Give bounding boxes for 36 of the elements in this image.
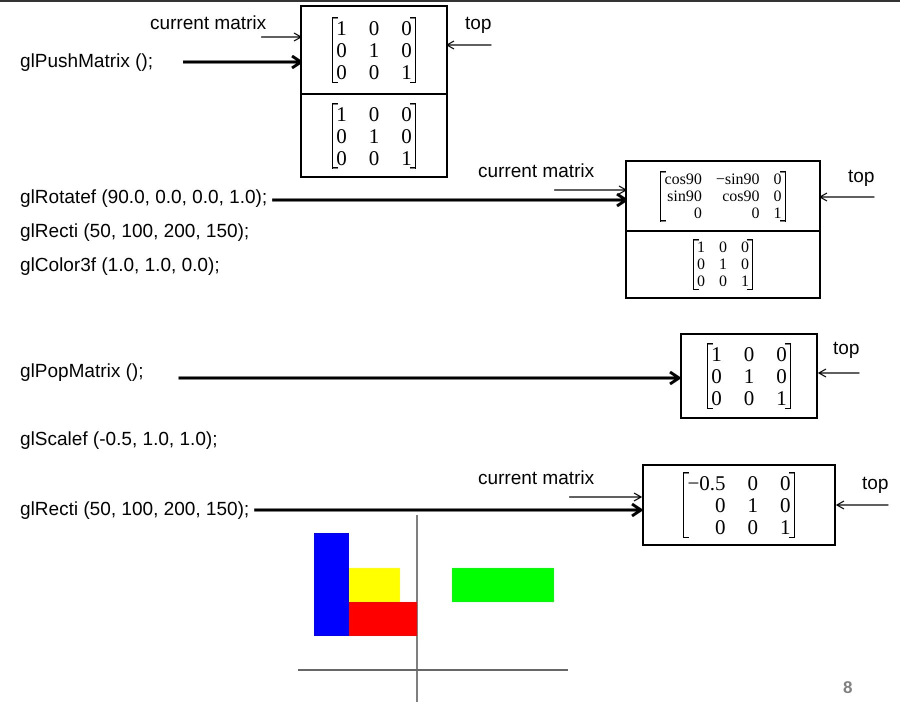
arrow [254,502,642,518]
matrix: 1 0 0 0 1 0 0 0 1 [332,17,416,83]
matrix: 1 0 0 0 1 0 0 0 1 [707,343,791,409]
arrow [446,40,492,50]
annotation-label: top [862,472,888,496]
annotation-label: current matrix [150,12,266,36]
arrow [261,32,302,42]
arrow [836,500,888,510]
matrix-box [642,464,836,546]
matrix-stack [300,5,448,178]
arrow [178,370,680,386]
code-line: glColor3f (1.0, 1.0, 0.0); [20,254,220,278]
arrow [819,192,874,202]
matrix-box [680,333,818,419]
code-line: glRecti (50, 100, 200, 150); [20,220,250,244]
arrow [554,185,627,195]
code-line: glPushMatrix (); [20,50,154,74]
matrix: cos90 −sin90 0 sin90 cos90 0 0 0 1 [660,170,786,222]
code-line: glRecti (50, 100, 200, 150); [20,498,250,522]
arrow [183,54,302,70]
matrix-stack [625,160,821,299]
annotation-label: top [465,12,492,36]
matrix: −0.5 0 0 0 1 0 0 0 1 [683,472,795,538]
annotation-label: current matrix [478,467,594,491]
page-number: 8 [843,677,852,699]
annotation-label: top [848,165,874,189]
code-line: glPopMatrix (); [20,360,144,384]
annotation-label: top [833,337,860,361]
matrix: 1 0 0 0 1 0 0 0 1 [693,239,753,290]
arrow [272,192,628,208]
arrow [569,492,642,502]
annotation-label: current matrix [478,160,594,184]
code-line: glScalef (-0.5, 1.0, 1.0); [20,428,218,452]
matrix: 1 0 0 0 1 0 0 0 1 [332,102,416,168]
code-line: glRotatef (90.0, 0.0, 0.0, 1.0); [20,186,268,210]
arrow [818,368,860,378]
